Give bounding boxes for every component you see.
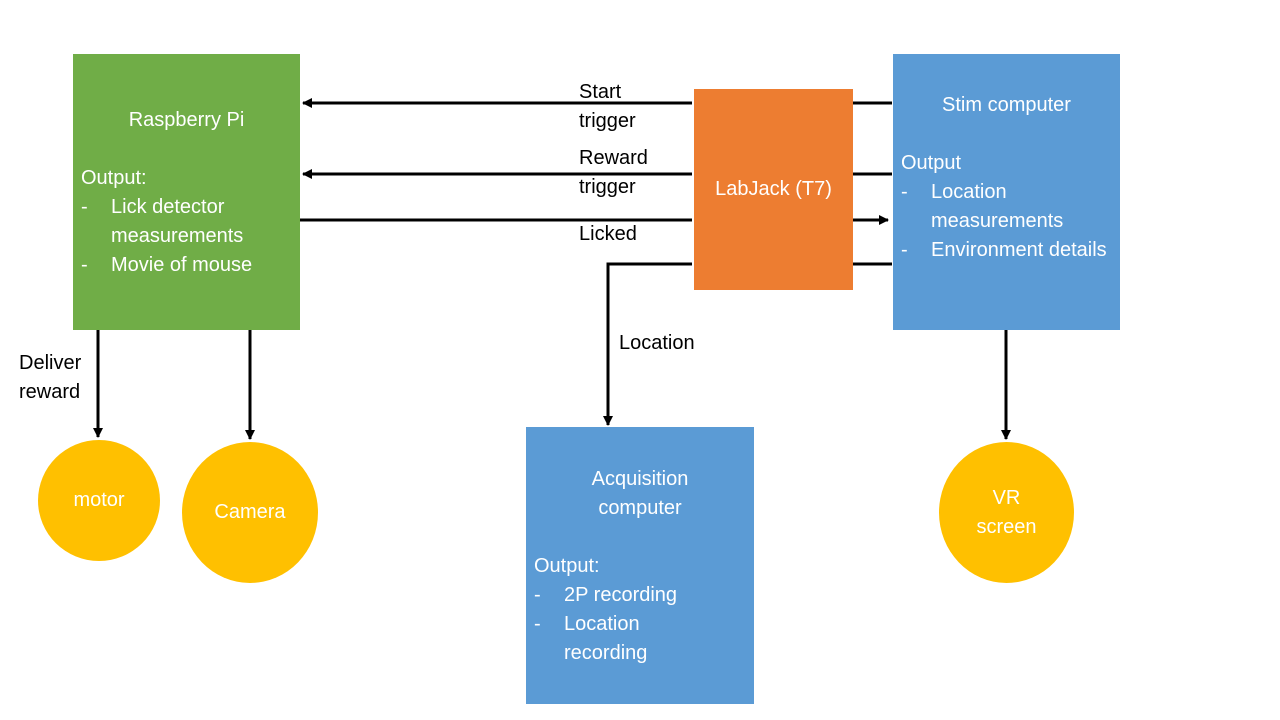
- acquisition-computer-output-item: Location recording: [534, 610, 746, 668]
- acquisition-computer-output-item: 2P recording: [534, 581, 746, 610]
- stim-computer-output-list: Location measurements Environment detail…: [901, 178, 1112, 265]
- location-label: Location: [619, 332, 695, 354]
- motor-label: motor: [73, 489, 125, 511]
- stim-computer-title: Stim computer: [942, 94, 1071, 116]
- acquisition-computer-title: Acquisition computer: [591, 468, 689, 519]
- stim-computer-output-item: Environment details: [901, 236, 1112, 265]
- acquisition-computer-box: Acquisition computer Output: 2P recordin…: [526, 427, 754, 704]
- licked-label: Licked: [579, 223, 637, 245]
- camera-circle: Camera: [182, 442, 318, 583]
- raspberry-pi-box: Raspberry Pi Output: Lick detector measu…: [73, 54, 300, 330]
- camera-label: Camera: [214, 501, 286, 523]
- stim-computer-output-label: Output: [901, 152, 962, 174]
- motor-circle: motor: [38, 440, 160, 561]
- raspberry-pi-output-item: Lick detector measurements: [81, 193, 292, 251]
- labjack-box: LabJack (T7): [694, 89, 853, 290]
- raspberry-pi-title: Raspberry Pi: [128, 109, 245, 131]
- raspberry-pi-output-item: Movie of mouse: [81, 251, 292, 280]
- location-arrow: [603, 262, 692, 426]
- raspberry-pi-output-label: Output:: [81, 167, 147, 189]
- deliver-reward-label: Deliver reward: [19, 352, 82, 403]
- start-trigger-label: Start trigger: [579, 81, 636, 132]
- vr-screen-label: VR screen: [976, 486, 1037, 538]
- acquisition-computer-output-list: 2P recording Location recording: [534, 581, 746, 668]
- reward-trigger-label: Reward trigger: [579, 147, 648, 198]
- stim-computer-output-item: Location measurements: [901, 178, 1112, 236]
- labjack-title: LabJack (T7): [715, 178, 832, 200]
- acquisition-computer-output-label: Output:: [534, 555, 600, 577]
- stim-computer-box: Stim computer Output Location measuremen…: [893, 54, 1120, 330]
- vr-screen-circle: VR screen: [939, 442, 1074, 583]
- raspberry-pi-output-list: Lick detector measurements Movie of mous…: [81, 193, 292, 280]
